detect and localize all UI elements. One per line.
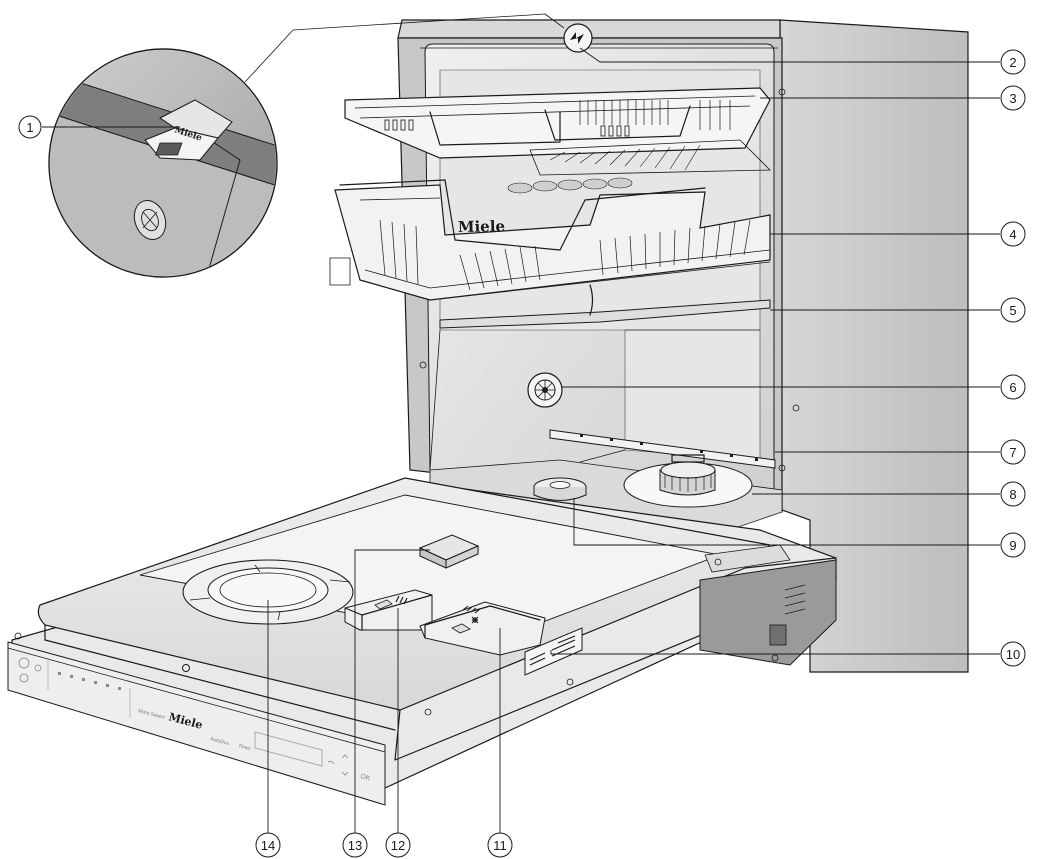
svg-text:10: 10 xyxy=(1006,647,1020,662)
leader-lines xyxy=(42,47,1000,835)
ok-button[interactable]: OK xyxy=(359,773,371,782)
svg-text:13: 13 xyxy=(348,838,362,853)
callout-6: 6 xyxy=(1000,374,1026,400)
power-icon[interactable] xyxy=(18,657,30,669)
callout-13: 13 xyxy=(342,832,368,858)
svg-text:4: 4 xyxy=(1009,227,1016,242)
start-icon[interactable] xyxy=(19,673,29,683)
wall-nozzle xyxy=(527,372,563,408)
svg-text:9: 9 xyxy=(1009,538,1016,553)
svg-text:14: 14 xyxy=(261,838,275,853)
door-hinge-area xyxy=(699,559,837,666)
upper-spray-arm xyxy=(439,299,771,329)
back-arrow-icon[interactable] xyxy=(327,760,335,765)
chevron-up-icon[interactable] xyxy=(341,754,349,759)
basket-logo: Miele xyxy=(458,217,505,236)
salt-container-cap xyxy=(533,477,587,501)
filter-combination xyxy=(623,454,753,508)
svg-text:1: 1 xyxy=(26,120,33,135)
magnifier-detail: Miele xyxy=(48,13,565,278)
callouts: 1 2 3 4 5 6 7 8 9 10 11 12 13 14 xyxy=(18,49,1026,858)
rinse-aid-reservoir xyxy=(344,589,433,631)
program-buttons[interactable] xyxy=(58,672,121,690)
callout-5: 5 xyxy=(1000,297,1026,323)
control-panel xyxy=(7,641,386,806)
callout-2: 2 xyxy=(1000,49,1026,75)
cutlery-tray xyxy=(344,87,771,176)
info-icon[interactable] xyxy=(34,664,42,672)
callout-3: 3 xyxy=(1000,85,1026,111)
autodos-label: AutoDos xyxy=(209,736,230,747)
callout-10: 10 xyxy=(1000,641,1026,667)
svg-text:6: 6 xyxy=(1009,380,1016,395)
callout-7: 7 xyxy=(1000,439,1026,465)
door xyxy=(7,477,837,806)
detergent-dispenser xyxy=(419,601,546,656)
svg-text:7: 7 xyxy=(1009,445,1016,460)
lower-spray-arm xyxy=(549,429,776,469)
svg-text:8: 8 xyxy=(1009,487,1016,502)
upper-basket: Miele xyxy=(329,177,771,329)
callout-4: 4 xyxy=(1000,221,1026,247)
svg-text:12: 12 xyxy=(391,838,405,853)
callout-9: 9 xyxy=(1000,532,1026,558)
door-sensor xyxy=(563,23,593,53)
svg-text:5: 5 xyxy=(1009,303,1016,318)
timer-label: Timer xyxy=(237,743,251,752)
door-catch xyxy=(418,534,480,569)
svg-text:3: 3 xyxy=(1009,91,1016,106)
chevron-down-icon[interactable] xyxy=(341,771,349,776)
panel-display xyxy=(254,731,323,767)
callout-8: 8 xyxy=(1000,481,1026,507)
svg-text:2: 2 xyxy=(1009,55,1016,70)
callout-14: 14 xyxy=(255,832,281,858)
callout-11: 11 xyxy=(487,832,513,858)
callout-12: 12 xyxy=(385,832,411,858)
svg-text:11: 11 xyxy=(493,838,507,853)
callout-1: 1 xyxy=(18,115,42,139)
